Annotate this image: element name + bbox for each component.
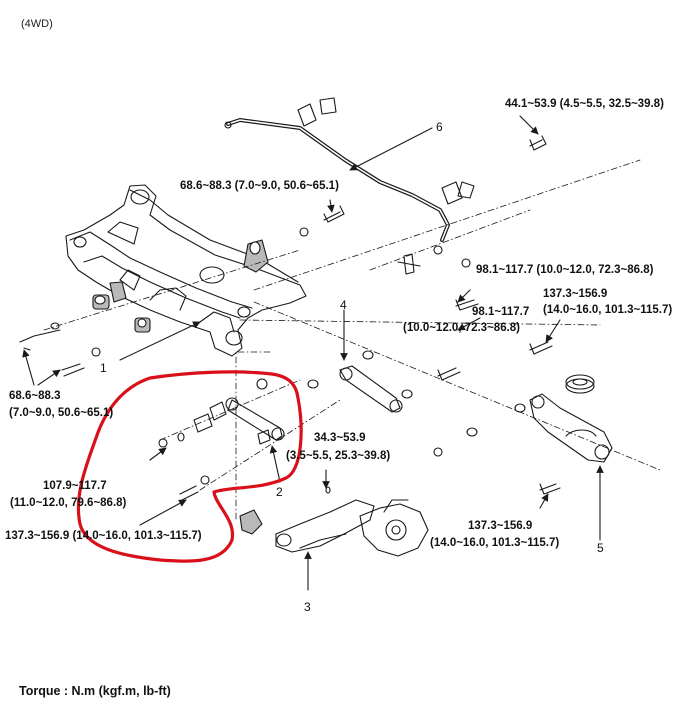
torque-spec-lower-arm-bolt-value: 34.3~53.9 [314, 432, 366, 444]
torque-spec-crossmember-lower-value: 68.6~88.3 [9, 390, 61, 402]
torque-units-note: Torque : N.m (kgf.m, lb-ft) [19, 684, 171, 698]
torque-spec-assist-arm-inner: 98.1~117.7 (10.0~12.0, 72.3~86.8) [476, 264, 654, 276]
torque-spec-crossmember-lower-detail: (7.0~9.0, 50.6~65.1) [9, 407, 114, 419]
torque-spec-upper-arm-value: 107.9~117.7 [43, 480, 107, 492]
trailing-arm-5 [529, 374, 613, 463]
torque-spec-crossmember-upper: 68.6~88.3 (7.0~9.0, 50.6~65.1) [180, 180, 339, 192]
torque-spec-lower-arm-inner: 137.3~156.9 (14.0~16.0, 101.3~115.7) [5, 530, 202, 542]
torque-spec-trailing-arm-lower-value: 137.3~156.9 [468, 520, 533, 532]
bushing-rims [94, 241, 261, 328]
torque-spec-trailing-arm-value: 137.3~156.9 [543, 288, 608, 300]
rear-crossmember [65, 184, 307, 357]
highlight-loop [76, 370, 303, 563]
callout-5-trailing-arm: 5 [597, 541, 604, 555]
stabilizer-bar [224, 97, 475, 275]
variant-label: (4WD) [21, 18, 53, 30]
torque-spec-trailing-arm-lower-detail: (14.0~16.0, 101.3~115.7) [430, 537, 560, 549]
torque-spec-assist-arm-outer-value: 98.1~117.7 [472, 306, 530, 318]
torque-spec-lower-arm-bolt-detail: (3.5~5.5, 25.3~39.8) [286, 450, 391, 462]
knuckle-hub [359, 499, 429, 557]
torque-spec-upper-arm-detail: (11.0~12.0, 79.6~86.8) [10, 497, 127, 509]
torque-spec-assist-arm-outer-detail: (10.0~12.0, 72.3~86.8) [403, 322, 521, 334]
callout-3-lower-arm: 3 [304, 600, 311, 614]
leader-arrows [22, 115, 604, 591]
callout-4-assist-arm: 4 [340, 298, 347, 312]
torque-spec-stabilizer-bolt: 44.1~53.9 (4.5~5.5, 32.5~39.8) [505, 98, 664, 110]
assembly-lines [43, 159, 661, 521]
bushings [92, 239, 269, 535]
lower-arm-3 [275, 499, 375, 553]
torque-spec-trailing-arm-detail: (14.0~16.0, 101.3~115.7) [543, 304, 673, 316]
assist-arm-4 [339, 365, 403, 413]
upper-arm-2 [193, 378, 285, 445]
callout-6-stabilizer-bar: 6 [436, 120, 443, 134]
callout-2-upper-arm: 2 [276, 485, 283, 499]
callout-1-crossmember: 1 [100, 361, 107, 375]
